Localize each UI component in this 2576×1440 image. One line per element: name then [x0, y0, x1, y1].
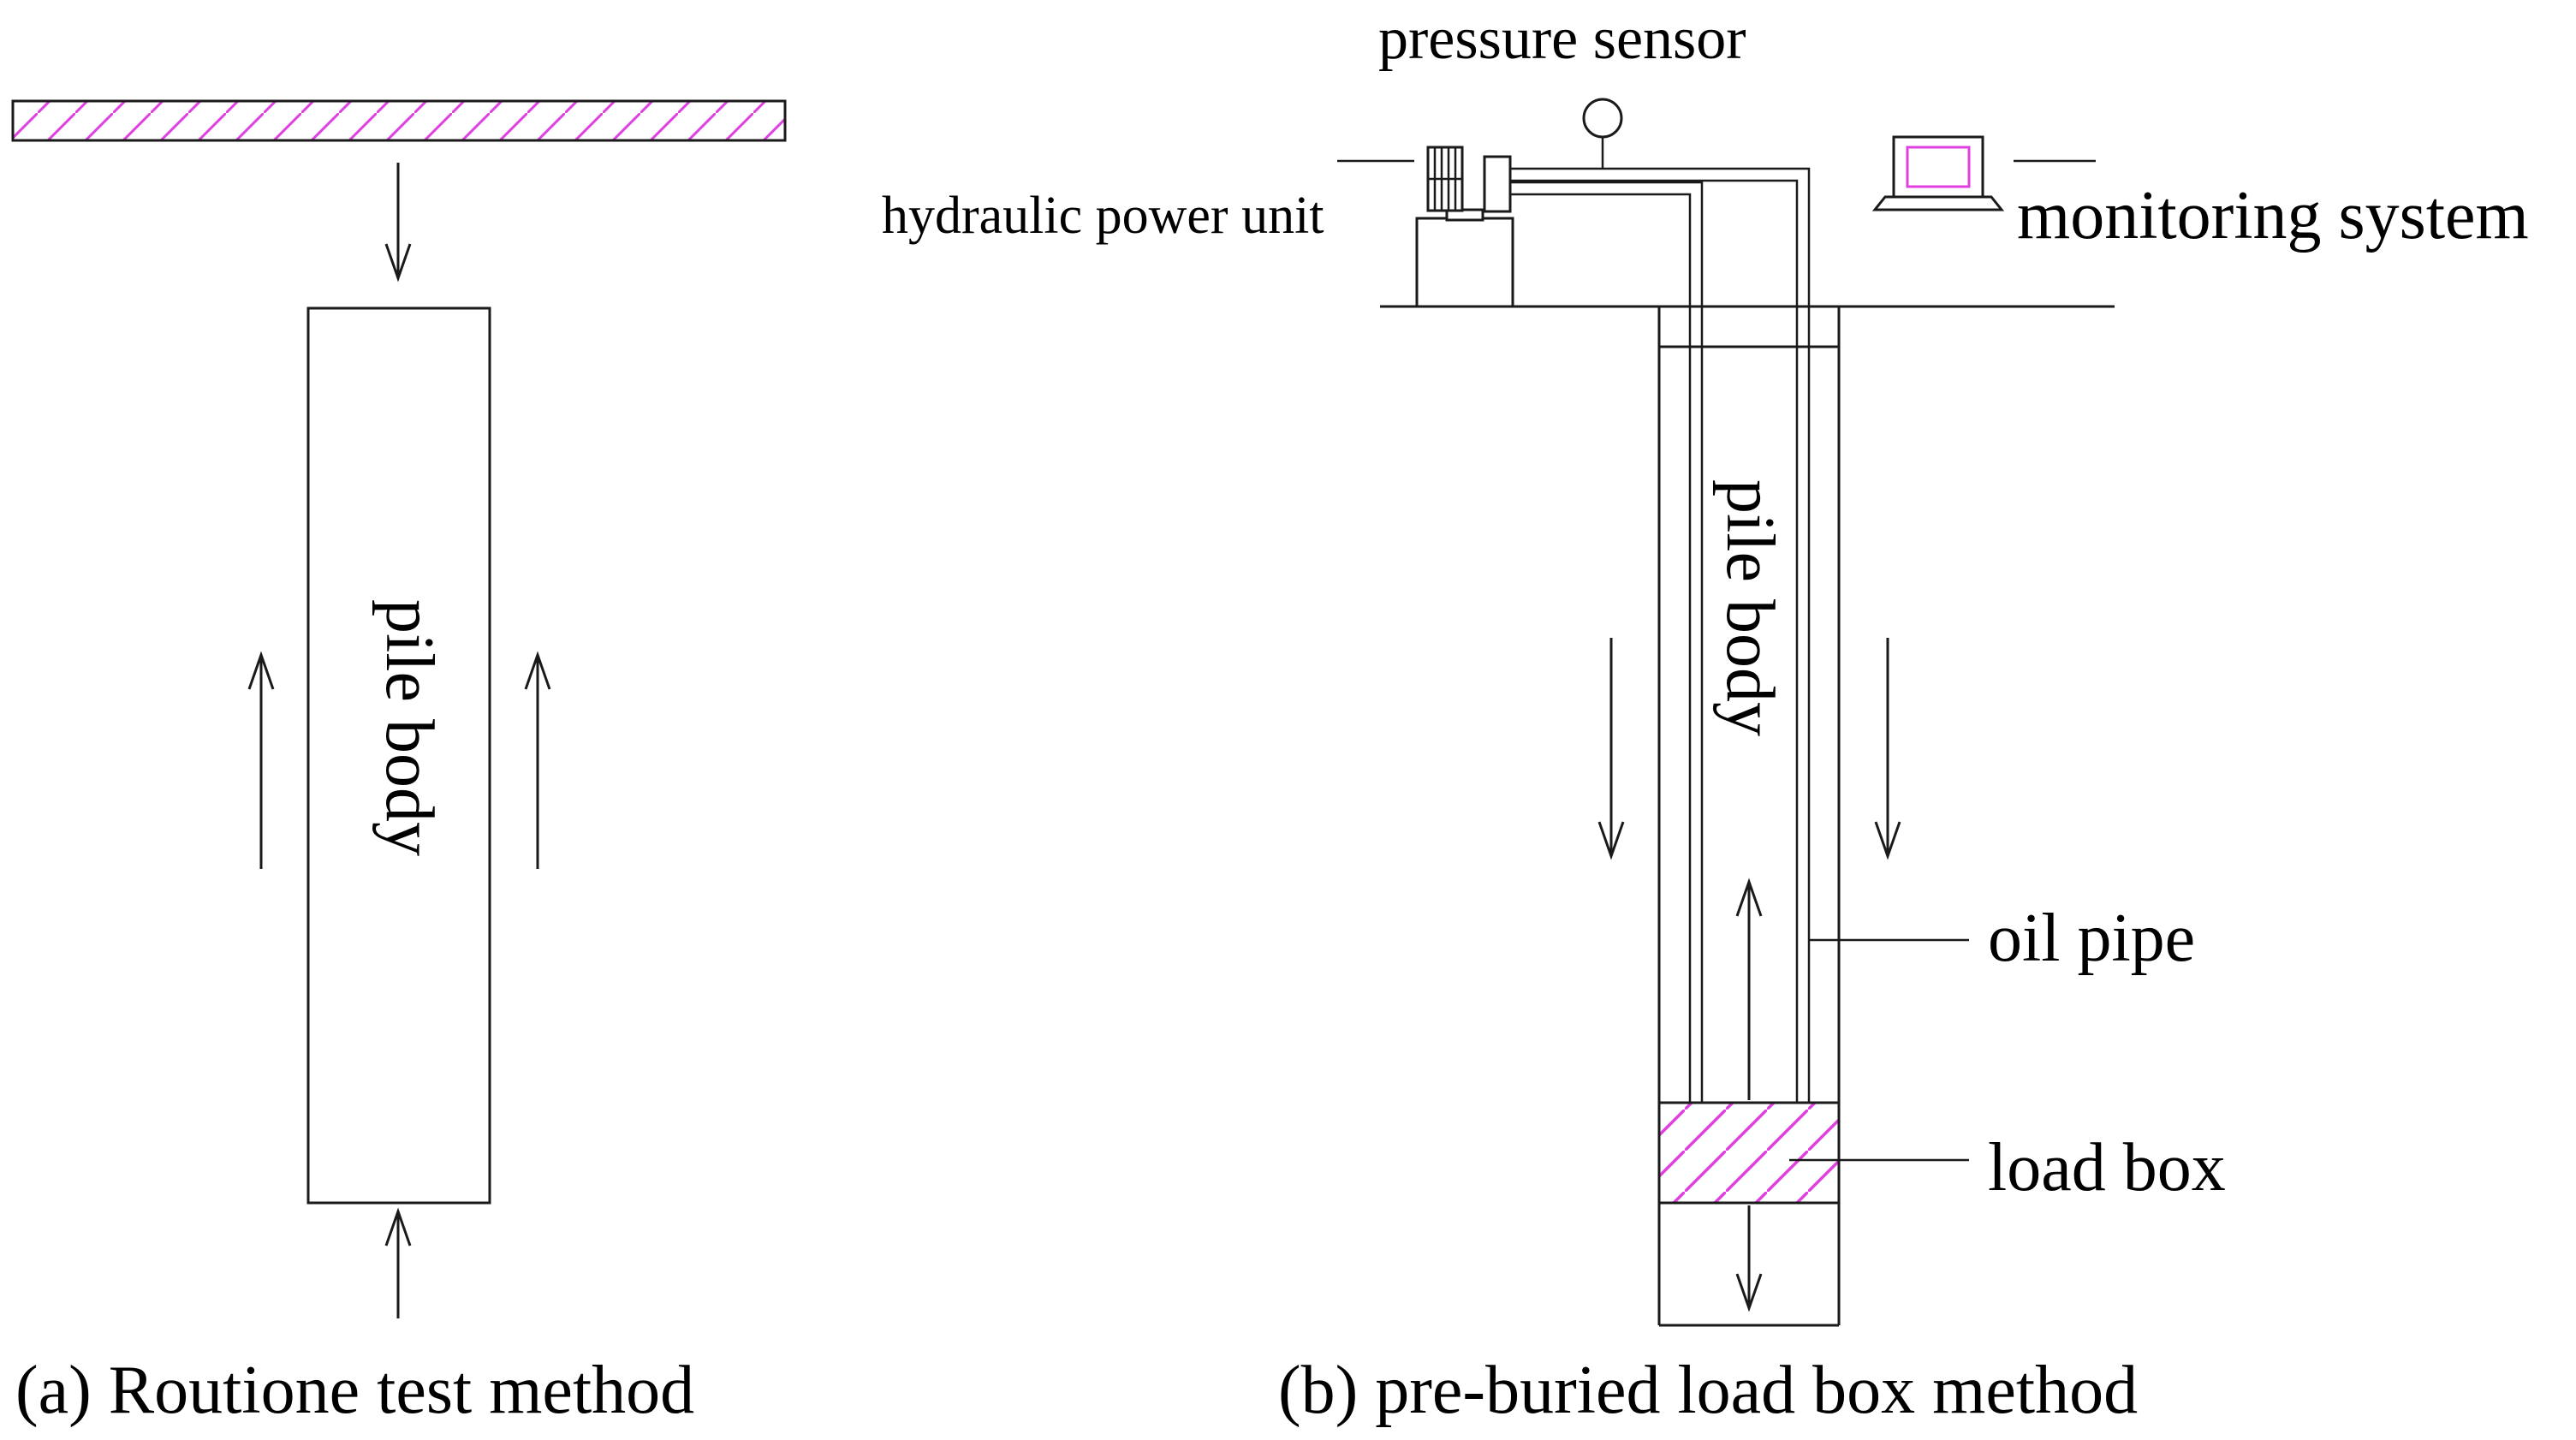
panel-a: pile body (a) Routione test method — [11, 99, 787, 1428]
load-box — [1657, 1101, 1841, 1205]
caption-a: (a) Routione test method — [15, 1353, 694, 1428]
monitoring-system-label: monitoring system — [2017, 178, 2529, 253]
pressure-sensor-icon — [1582, 98, 1623, 169]
pile-body-a — [306, 306, 491, 1205]
arrow-up-right-icon — [524, 651, 551, 869]
loading-beam — [11, 99, 787, 142]
monitoring-laptop-icon — [1871, 135, 2005, 211]
hydraulic-power-unit-icon — [1415, 146, 1514, 308]
pile-body-label-a: pile body — [372, 599, 447, 856]
pressure-sensor-label: pressure sensor — [1378, 6, 1746, 72]
arrow-up-center-icon — [1735, 878, 1763, 1100]
hydraulic-power-unit-label: hydraulic power unit — [882, 187, 1324, 245]
oil-pipe — [1508, 167, 1811, 1103]
arrow-down-top-icon — [384, 163, 412, 283]
arrow-down-left-icon — [1597, 638, 1625, 860]
load-box-label: load box — [1988, 1130, 2226, 1205]
arrow-down-bottom-icon — [1735, 1205, 1763, 1312]
caption-b: (b) pre-buried load box method — [1278, 1353, 2138, 1428]
arrow-up-left-icon — [247, 651, 275, 869]
oil-pipe-label: oil pipe — [1988, 901, 2195, 976]
panel-b: pressure sensor hydraulic power unit mon… — [882, 6, 2529, 1428]
pile-body-label-b: pile body — [1712, 479, 1788, 736]
arrow-down-right-icon — [1874, 638, 1901, 860]
arrow-up-bottom-icon — [384, 1207, 412, 1318]
